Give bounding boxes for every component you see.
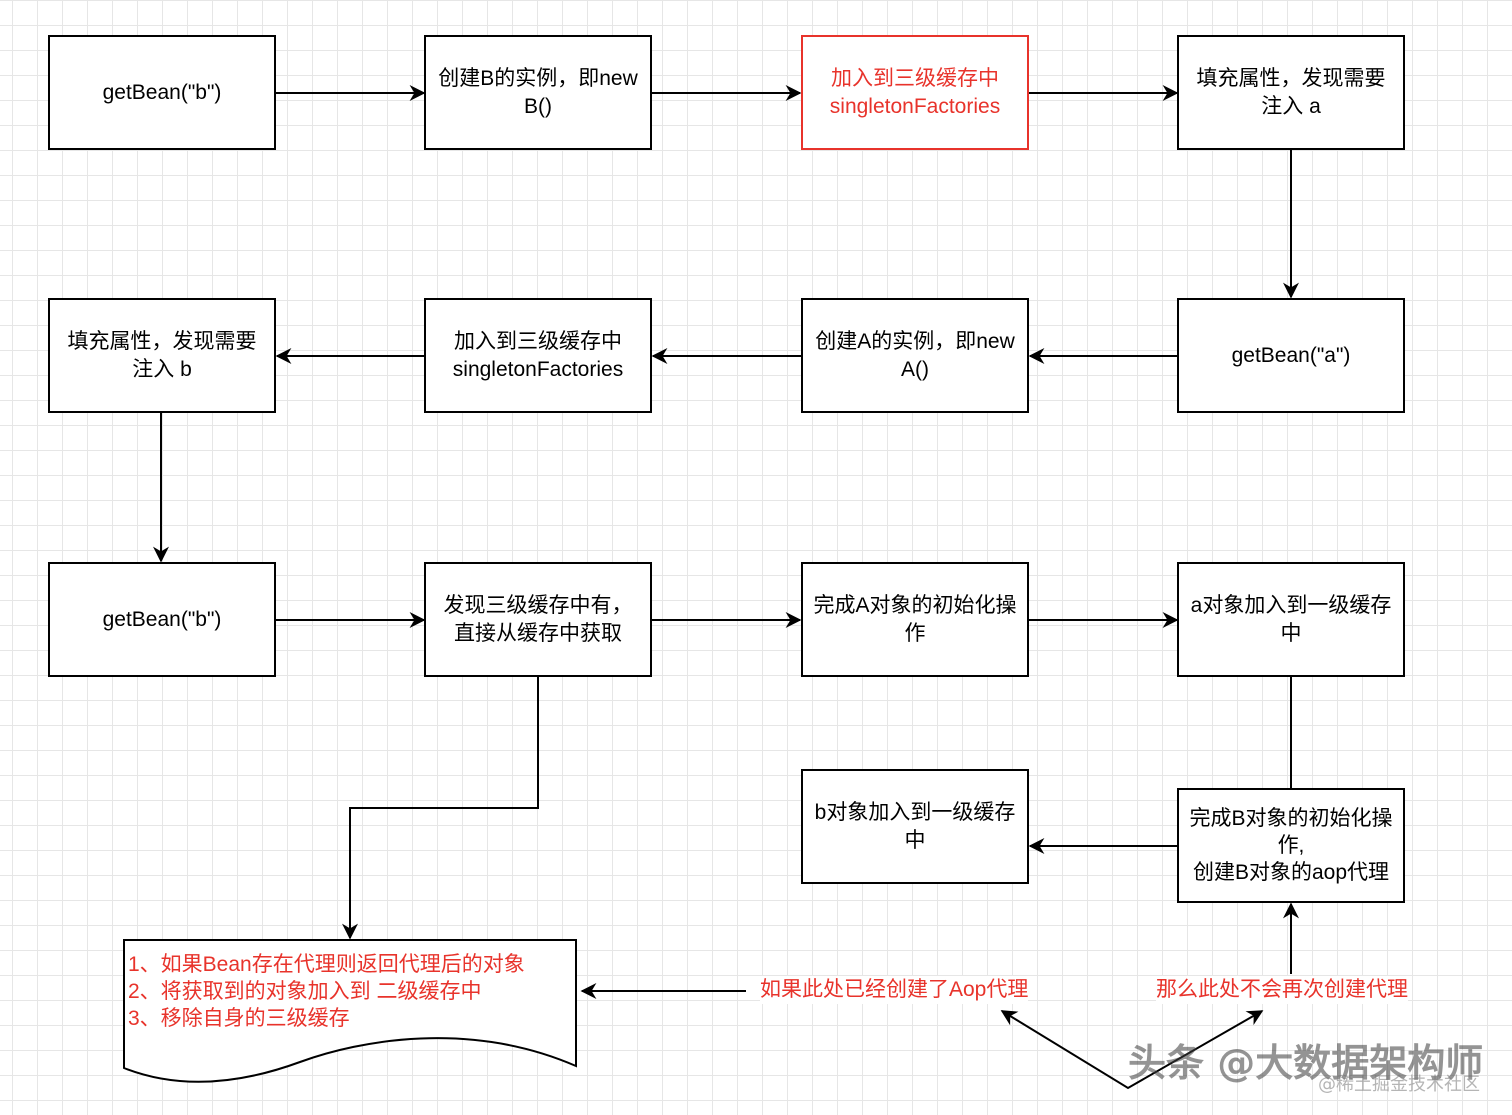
node-b-to-first-cache: b对象加入到一级缓存 中 (801, 769, 1029, 884)
note-text: 1、如果Bean存在代理则返回代理后的对象 2、将获取到的对象加入到 二级缓存中… (128, 951, 568, 1032)
node-create-b-instance: 创建B的实例，即new B() (424, 35, 652, 150)
node-found-in-third-cache: 发现三级缓存中有， 直接从缓存中获取 (424, 562, 652, 677)
node-getbean-b-1: getBean("b") (48, 35, 276, 150)
arrow-n10-note (342, 676, 539, 940)
arrow-v-connector (1000, 1010, 1264, 1090)
watermark: 头条 @大数据架构师 @稀土掘金技术社区 (1128, 1040, 1484, 1095)
node-populate-inject-b: 填充属性，发现需要 注入 b (48, 298, 276, 413)
note-shape (123, 939, 577, 1083)
note-line-3: 3、移除自身的三级缓存 (128, 1007, 350, 1030)
node-finish-a-init: 完成A对象的初始化操 作 (801, 562, 1029, 677)
node-a-to-first-cache: a对象加入到一级缓存 中 (1177, 562, 1405, 677)
note-line-2: 2、将获取到的对象加入到 二级缓存中 (128, 980, 482, 1003)
node-add-a-third-cache: 加入到三级缓存中 singletonFactories (424, 298, 652, 413)
node-add-b-third-cache: 加入到三级缓存中 singletonFactories (801, 35, 1029, 150)
node-finish-b-init-aop: 完成B对象的初始化操 作, 创建B对象的aop代理 (1177, 788, 1405, 903)
node-getbean-a: getBean("a") (1177, 298, 1405, 413)
watermark-main: 头条 @大数据架构师 (1128, 1041, 1484, 1085)
watermark-sub: @稀土掘金技术社区 (1318, 1074, 1480, 1095)
label-no-recreate: 那么此处不会再次创建代理 (1156, 976, 1408, 1004)
label-aop-created: 如果此处已经创建了Aop代理 (760, 976, 1029, 1004)
note-line-1: 1、如果Bean存在代理则返回代理后的对象 (128, 953, 525, 976)
node-getbean-b-2: getBean("b") (48, 562, 276, 677)
node-create-a-instance: 创建A的实例，即new A() (801, 298, 1029, 413)
node-populate-inject-a: 填充属性，发现需要 注入 a (1177, 35, 1405, 150)
